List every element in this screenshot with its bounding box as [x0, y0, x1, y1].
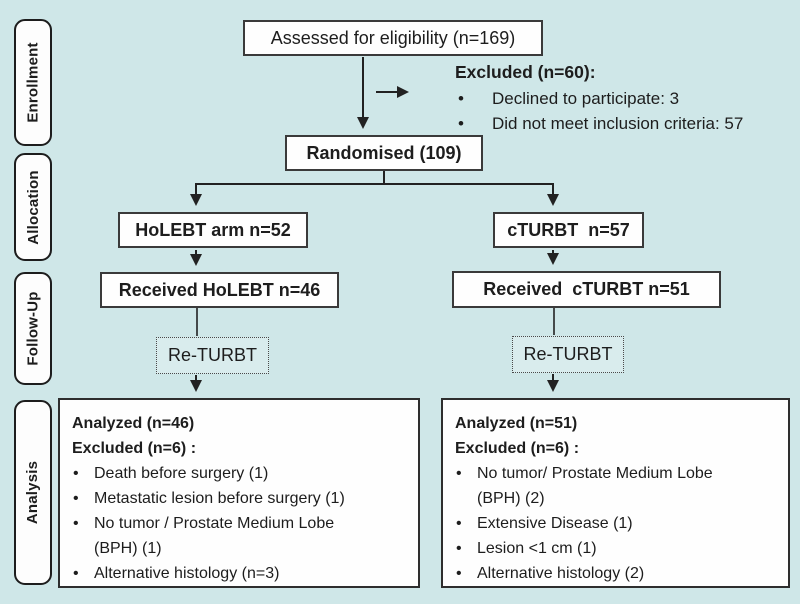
analyzed-right-label: Analyzed (n=51)	[455, 415, 578, 432]
analysis-right-box: Analyzed (n=51) Excluded (n=6) : No tumo…	[441, 398, 790, 588]
stage-allocation-label: Allocation	[24, 169, 42, 245]
cturbt-arm-box: cTURBT n=57	[493, 212, 644, 248]
analysis-right-item: No tumor/ Prostate Medium Lobe (BPH) (2)	[455, 461, 776, 511]
analysis-left-item: Metastatic lesion before surgery (1)	[72, 486, 406, 511]
received-holebt-box: Received HoLEBT n=46	[100, 272, 339, 308]
assessed-label: Assessed for eligibility (n=169)	[270, 27, 516, 48]
excluded-title: Excluded (n=60):	[455, 62, 596, 82]
stage-allocation: Allocation	[14, 153, 52, 261]
analysis-left-item: No tumor / Prostate Medium Lobe (BPH) (1…	[72, 511, 406, 561]
excluded-list: Declined to participate: 3 Did not meet …	[448, 86, 796, 136]
randomised-label: Randomised (109)	[306, 142, 462, 163]
analysis-left-item: Alternative histology (n=3)	[72, 561, 406, 586]
stage-enrollment: Enrollment	[14, 19, 52, 146]
stage-analysis-label: Analysis	[24, 460, 42, 525]
analysis-left-box: Analyzed (n=46) Excluded (n=6) : Death b…	[58, 398, 420, 588]
received-cturbt-box: Received cTURBT n=51	[452, 271, 721, 308]
analysis-left-item: Death before surgery (1)	[72, 461, 406, 486]
holebt-arm-label: HoLEBT arm n=52	[135, 219, 291, 240]
assessed-box: Assessed for eligibility (n=169)	[243, 20, 543, 56]
excluded-right-label: Excluded (n=6) :	[455, 440, 580, 457]
excluded-item: Declined to participate: 3	[448, 86, 796, 111]
cturbt-arm-label: cTURBT n=57	[507, 219, 630, 240]
stage-enrollment-label: Enrollment	[24, 42, 42, 123]
returbt-right-box: Re-TURBT	[512, 336, 624, 373]
excluded-left-label: Excluded (n=6) :	[72, 440, 197, 457]
analysis-right-list: No tumor/ Prostate Medium Lobe (BPH) (2)…	[455, 461, 776, 586]
received-holebt-label: Received HoLEBT n=46	[118, 279, 321, 300]
returbt-right-label: Re-TURBT	[523, 344, 613, 364]
returbt-left-label: Re-TURBT	[168, 345, 257, 365]
analysis-right-item: Extensive Disease (1)	[455, 511, 776, 536]
received-cturbt-label: Received cTURBT n=51	[483, 279, 690, 299]
excluded-note: Excluded (n=60): Declined to participate…	[448, 62, 796, 136]
analysis-right-item: Lesion <1 cm (1)	[455, 536, 776, 561]
returbt-left-box: Re-TURBT	[156, 337, 269, 374]
stage-followup: Follow-Up	[14, 272, 52, 385]
stage-analysis: Analysis	[14, 400, 52, 585]
analysis-left-list: Death before surgery (1) Metastatic lesi…	[72, 461, 406, 586]
excluded-item: Did not meet inclusion criteria: 57	[448, 111, 796, 136]
holebt-arm-box: HoLEBT arm n=52	[118, 212, 308, 248]
analyzed-left-label: Analyzed (n=46)	[72, 415, 195, 432]
randomised-box: Randomised (109)	[285, 135, 483, 171]
stage-followup-label: Follow-Up	[24, 291, 42, 366]
analysis-right-item: Alternative histology (2)	[455, 561, 776, 586]
